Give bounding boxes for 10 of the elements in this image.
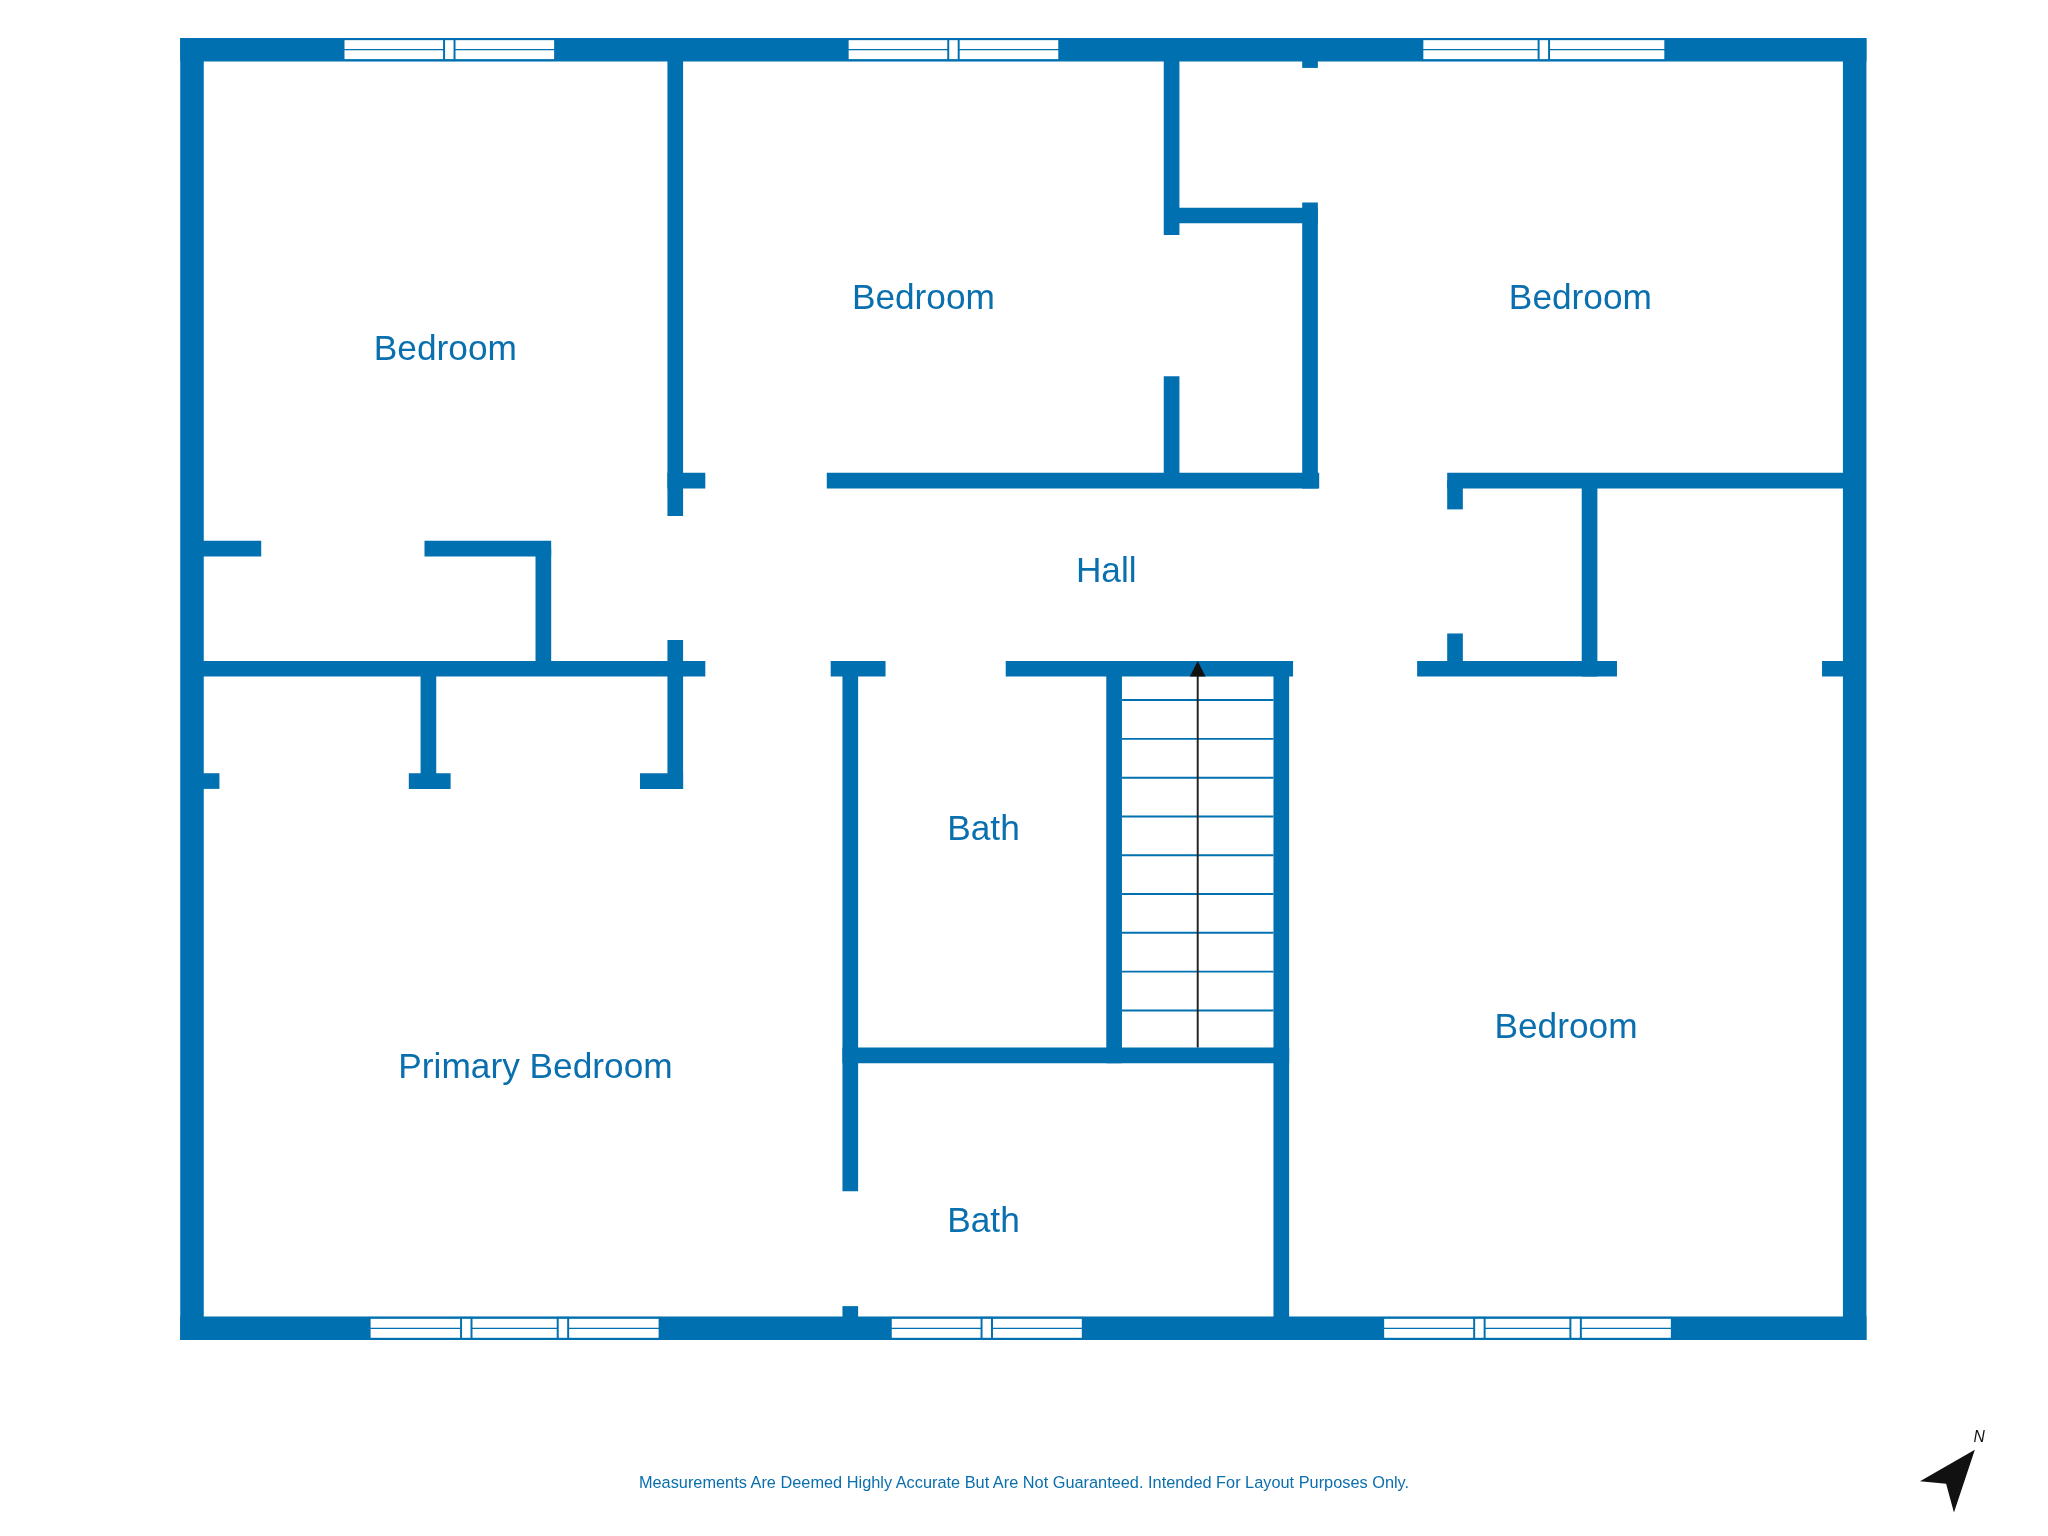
room-label: Bedroom [851, 277, 995, 319]
compass-letter: N [1973, 1427, 1985, 1446]
room-label: Primary Bedroom [398, 1046, 673, 1088]
disclaimer-text: Measurements Are Deemed Highly Accurate But Are Not Guaranteed. Intended For Layout Purposes Only. [638, 1473, 1410, 1492]
room-label: Bedroom [1494, 1006, 1638, 1047]
room-label: Bedroom [373, 328, 517, 369]
room-label: Hall [1075, 550, 1137, 591]
room-label: Bath [947, 1201, 1020, 1242]
room-label: Bath [947, 809, 1020, 850]
room-label: Bedroom [1508, 277, 1652, 319]
